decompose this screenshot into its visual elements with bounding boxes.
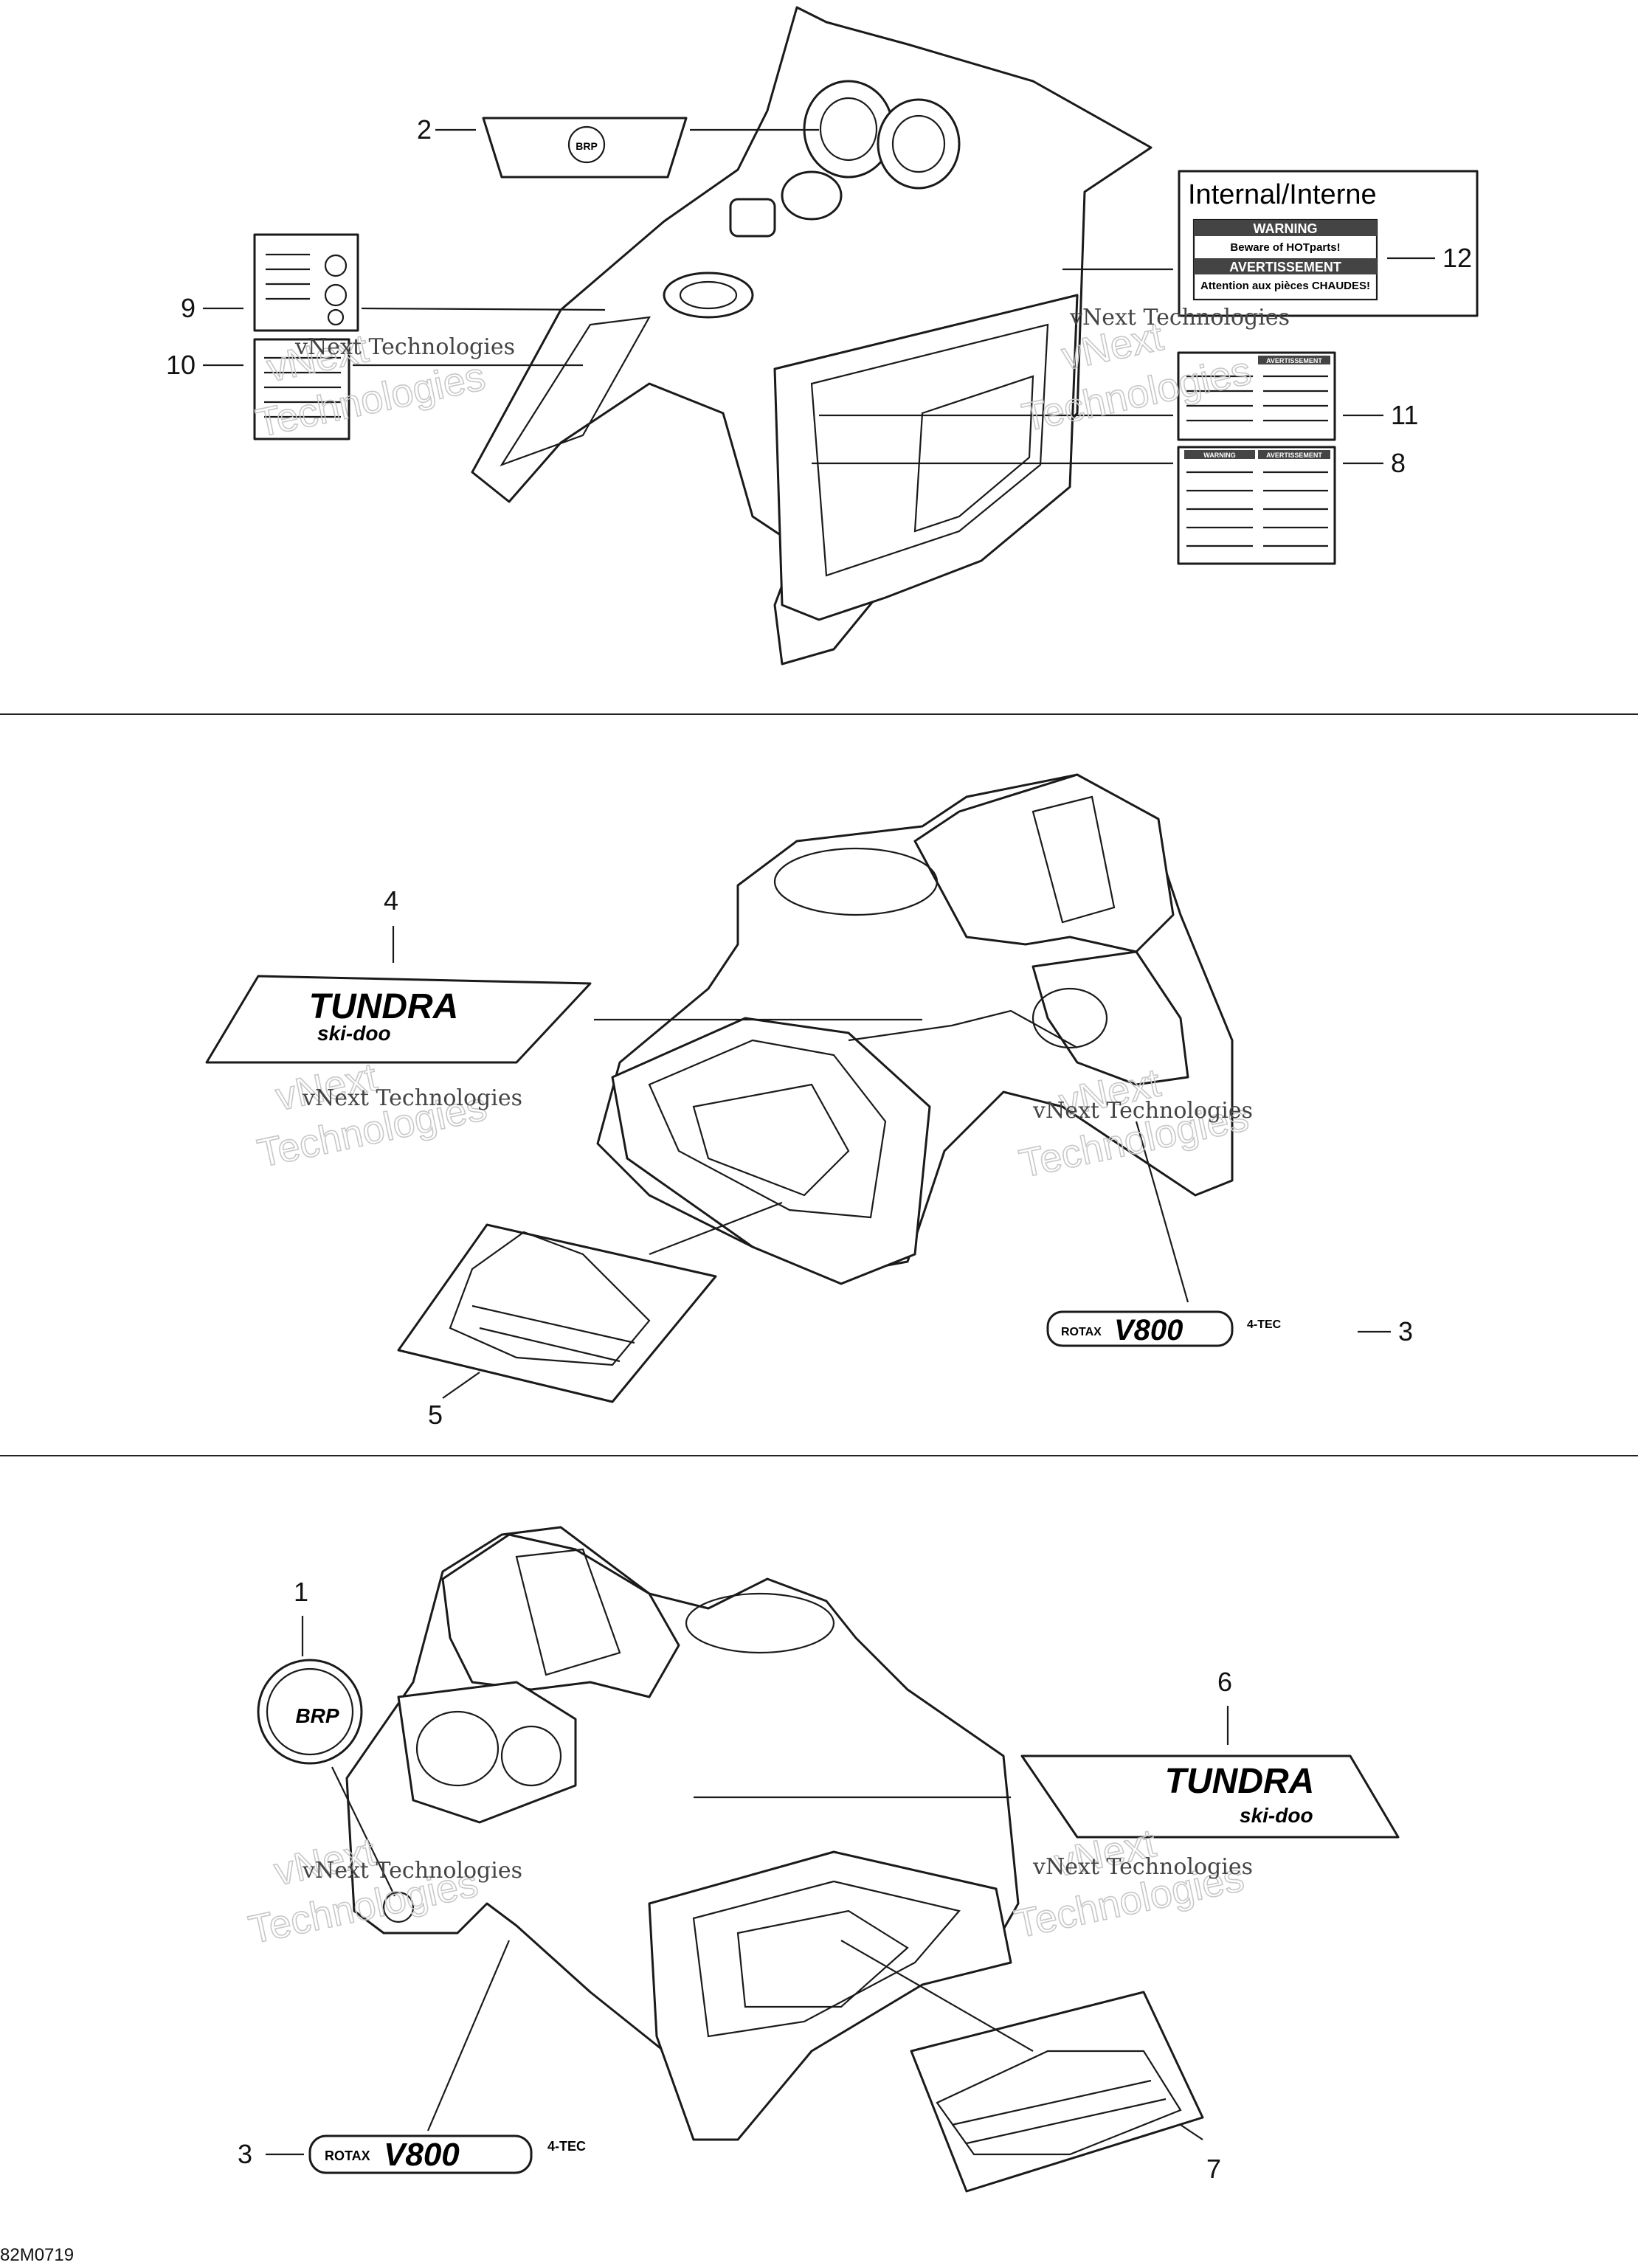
decal-3-bottom-4tec: 4-TEC bbox=[547, 2139, 586, 2154]
decal-2-brp-text: BRP bbox=[576, 140, 598, 152]
decal-8-header-right: AVERTISSEMENT bbox=[1266, 452, 1322, 459]
decal-6-skidoo-text: ski-doo bbox=[1240, 1804, 1313, 1827]
windshield-2 bbox=[913, 773, 1175, 953]
decal-1-brp-emblem: BRP bbox=[257, 1659, 363, 1765]
console-cup-inner bbox=[679, 280, 738, 310]
internal-warning-text: Beware of HOTparts! bbox=[1230, 241, 1340, 254]
watermark-4-text: vNext Technologies bbox=[1032, 1098, 1253, 1124]
watermark-3-text: vNext Technologies bbox=[302, 1085, 522, 1111]
callout-9: 9 bbox=[181, 293, 196, 323]
side-panel-inset-2 bbox=[913, 375, 1034, 533]
dash-cluster-2 bbox=[773, 847, 939, 916]
decal-8-header-left: WARNING bbox=[1203, 452, 1236, 459]
side-panel bbox=[773, 294, 1079, 621]
decal-3-v800-bottom: ROTAX V800 4-TEC bbox=[308, 2134, 586, 2174]
side-panel-2-inset-b bbox=[692, 1083, 850, 1197]
internal-warning: WARNING bbox=[1254, 221, 1318, 236]
side-panel-3-inset-b bbox=[736, 1909, 909, 2008]
decal-4-tundra-text: TUNDRA bbox=[309, 987, 459, 1026]
internal-avertissement-text: Attention aux pièces CHAUDES! bbox=[1200, 280, 1370, 292]
callout-11: 11 bbox=[1391, 400, 1418, 430]
decal-3-mid-4tec: 4-TEC bbox=[1247, 1318, 1282, 1331]
internal-avertissement: AVERTISSEMENT bbox=[1229, 260, 1341, 274]
headlight-3-lens-b bbox=[500, 1725, 562, 1787]
headlight-2-lens bbox=[1031, 987, 1108, 1049]
decal-11-warning-label: AVERTISSEMENT bbox=[1177, 351, 1336, 441]
section-1-dash-panel bbox=[471, 6, 1153, 665]
left-fin bbox=[500, 316, 652, 467]
console-switch bbox=[729, 198, 776, 238]
windshield-3 bbox=[441, 1533, 680, 1698]
side-panel-2 bbox=[611, 1017, 931, 1285]
section-3-side-view bbox=[345, 1526, 1020, 2141]
console-knob bbox=[781, 170, 843, 221]
windshield-3-inner bbox=[515, 1548, 621, 1676]
callout-12: 12 bbox=[1442, 243, 1472, 273]
decal-2-brp-panel: BRP bbox=[482, 117, 688, 179]
decal-9-warning-label bbox=[253, 233, 359, 332]
watermark-2-text: vNext Technologies bbox=[1069, 305, 1290, 331]
decal-12-internal-label: Internal/Interne WARNING Beware of HOTpa… bbox=[1178, 170, 1479, 317]
callout-6: 6 bbox=[1217, 1667, 1232, 1697]
watermark-1-text: vNext Technologies bbox=[294, 334, 515, 360]
belly-line-2 bbox=[848, 1009, 1078, 1048]
decal-3-mid-v800: V800 bbox=[1114, 1314, 1183, 1346]
side-panel-2-inset bbox=[648, 1039, 887, 1219]
callout-3-bottom: 3 bbox=[238, 2139, 252, 2169]
callout-1: 1 bbox=[294, 1577, 308, 1607]
decal-10-warning-label bbox=[253, 338, 350, 440]
section-2-side-view bbox=[596, 773, 1234, 1285]
decal-8-warning-label: WARNING AVERTISSEMENT bbox=[1177, 446, 1336, 565]
console-cup bbox=[663, 272, 754, 319]
decal-3-bottom-v800: V800 bbox=[384, 2137, 460, 2173]
side-panel-inset bbox=[810, 323, 1049, 577]
decal-3-mid-rotax: ROTAX bbox=[1061, 1326, 1102, 1338]
callout-5: 5 bbox=[428, 1400, 443, 1430]
callout-7: 7 bbox=[1206, 2154, 1221, 2184]
decal-11-header: AVERTISSEMENT bbox=[1266, 357, 1322, 364]
gauge-pod-left-inner bbox=[819, 97, 878, 162]
callout-3-mid: 3 bbox=[1398, 1316, 1413, 1346]
side-panel-3 bbox=[648, 1850, 1012, 2141]
headlight-2 bbox=[1031, 950, 1189, 1086]
dash-cluster-3 bbox=[685, 1592, 835, 1654]
decal-5-camo bbox=[397, 1223, 717, 1403]
decal-4-tundra: TUNDRA ski-doo bbox=[205, 975, 592, 1064]
decal-7-camo bbox=[910, 1991, 1204, 2193]
internal-title: Internal/Interne bbox=[1188, 179, 1377, 210]
gauge-pod-right bbox=[877, 98, 961, 190]
windshield-2-inner bbox=[1031, 795, 1116, 924]
decal-3-v800-mid: ROTAX V800 4-TEC bbox=[1046, 1310, 1282, 1347]
figure-code: 82M0719 bbox=[0, 2245, 74, 2265]
watermark-5-text: vNext Technologies bbox=[302, 1858, 522, 1884]
decal-6-tundra-text: TUNDRA bbox=[1165, 1762, 1315, 1801]
emblem-mount-3 bbox=[382, 1891, 415, 1923]
decal-3-bottom-rotax: ROTAX bbox=[325, 2148, 370, 2163]
headlight-3 bbox=[397, 1681, 577, 1824]
decal-1-brp-text: BRP bbox=[295, 1704, 339, 1727]
decal-4-skidoo-text: ski-doo bbox=[317, 1022, 391, 1045]
watermark-6-text: vNext Technologies bbox=[1032, 1854, 1253, 1880]
decal-6-tundra: TUNDRA ski-doo bbox=[1020, 1754, 1400, 1839]
callout-10: 10 bbox=[166, 350, 196, 380]
callout-2: 2 bbox=[417, 114, 432, 145]
callout-4: 4 bbox=[384, 885, 398, 916]
headlight-3-lens-a bbox=[415, 1710, 500, 1787]
callout-8: 8 bbox=[1391, 448, 1406, 478]
side-panel-3-inset bbox=[692, 1880, 961, 2038]
gauge-pod-right-inner bbox=[891, 114, 946, 173]
